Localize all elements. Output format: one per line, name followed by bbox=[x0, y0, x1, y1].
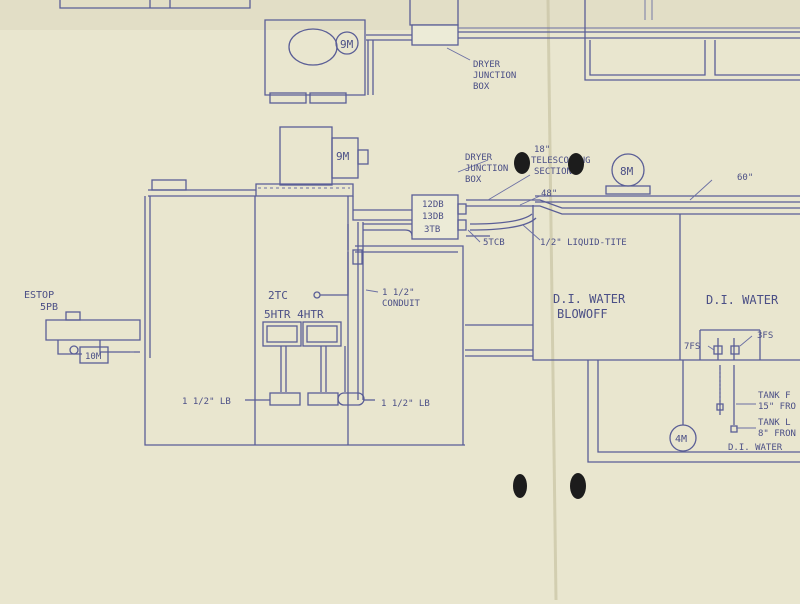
leader-lines bbox=[365, 159, 713, 293]
punch-hole bbox=[514, 152, 530, 174]
labels: 9M DRYER JUNCTION BOX 9M DRYER JUNCTION … bbox=[24, 38, 796, 453]
punch-hole bbox=[513, 474, 527, 498]
label-dryer-jbox-1: DRYER bbox=[465, 153, 493, 163]
label-tank-f-2: 15" FRO bbox=[758, 402, 796, 412]
label-liquid-tite: 1/2" LIQUID-TITE bbox=[540, 238, 627, 248]
label-telescoping-3: SECTION bbox=[534, 167, 572, 177]
label-dryer-jbox-top-3: BOX bbox=[473, 82, 490, 92]
label-motor-10m: 10M bbox=[85, 352, 102, 362]
punch-hole bbox=[568, 153, 584, 175]
label-di-water-right: D.I. WATER bbox=[706, 293, 779, 307]
paper-fold bbox=[546, 0, 558, 601]
label-dryer-jbox-top-1: DRYER bbox=[473, 60, 501, 70]
label-motor-9m-top: 9M bbox=[340, 38, 354, 51]
label-di-water-bottom: D.I. WATER bbox=[728, 443, 783, 453]
heater-4htr bbox=[302, 321, 342, 347]
label-tank-l-2: 8" FRON bbox=[758, 429, 796, 439]
dryer-junction-box bbox=[411, 194, 459, 240]
lb-fitting-left bbox=[269, 392, 301, 406]
label-dryer-jbox-3: BOX bbox=[465, 175, 482, 185]
heater-5htr bbox=[262, 321, 302, 347]
label-tank-l-1: TANK L bbox=[758, 418, 791, 428]
label-telescoping-2: TELESCOPING bbox=[531, 156, 591, 166]
dryer-junction-box-top bbox=[411, 24, 459, 46]
label-5tcb: 5TCB bbox=[483, 238, 505, 248]
label-len-48: 48" bbox=[541, 189, 557, 199]
top-section bbox=[59, 0, 800, 104]
motor-9m-top-symbol bbox=[335, 31, 359, 55]
label-jbox-12db: 12DB bbox=[422, 200, 444, 210]
label-dryer-jbox-top-2: JUNCTION bbox=[473, 71, 516, 81]
punch-holes bbox=[513, 152, 586, 499]
label-lb-right: 1 1/2" LB bbox=[381, 399, 430, 409]
label-len-60: 60" bbox=[737, 173, 753, 183]
label-estop-2: 5PB bbox=[40, 302, 58, 313]
main-section bbox=[45, 126, 800, 463]
label-conduit-2: CONDUIT bbox=[382, 299, 421, 309]
label-heaters: 5HTR 4HTR bbox=[264, 308, 324, 321]
label-jbox-13db: 13DB bbox=[422, 212, 444, 222]
label-motor-9m: 9M bbox=[336, 150, 350, 163]
label-jbox-3tb: 3TB bbox=[424, 225, 440, 235]
label-motor-8m: 8M bbox=[620, 165, 634, 178]
label-7fs: 7FS bbox=[684, 342, 700, 352]
label-dryer-jbox-2: JUNCTION bbox=[465, 164, 508, 174]
label-conduit-1: 1 1/2" bbox=[382, 288, 415, 298]
label-di-blowoff-1: D.I. WATER bbox=[553, 292, 626, 306]
label-di-blowoff-2: BLOWOFF bbox=[557, 307, 608, 321]
label-telescoping-1: 18" bbox=[534, 145, 550, 155]
label-motor-4m: 4M bbox=[675, 434, 687, 445]
punch-hole bbox=[570, 473, 586, 499]
paper-shadow-top bbox=[0, 0, 800, 30]
label-2tc: 2TC bbox=[268, 289, 288, 302]
label-lb-left: 1 1/2" LB bbox=[182, 397, 231, 407]
motor-10m-box bbox=[79, 346, 109, 364]
label-3fs: 3FS bbox=[757, 331, 773, 341]
label-tank-f-1: TANK F bbox=[758, 391, 791, 401]
label-estop-1: ESTOP bbox=[24, 290, 54, 301]
